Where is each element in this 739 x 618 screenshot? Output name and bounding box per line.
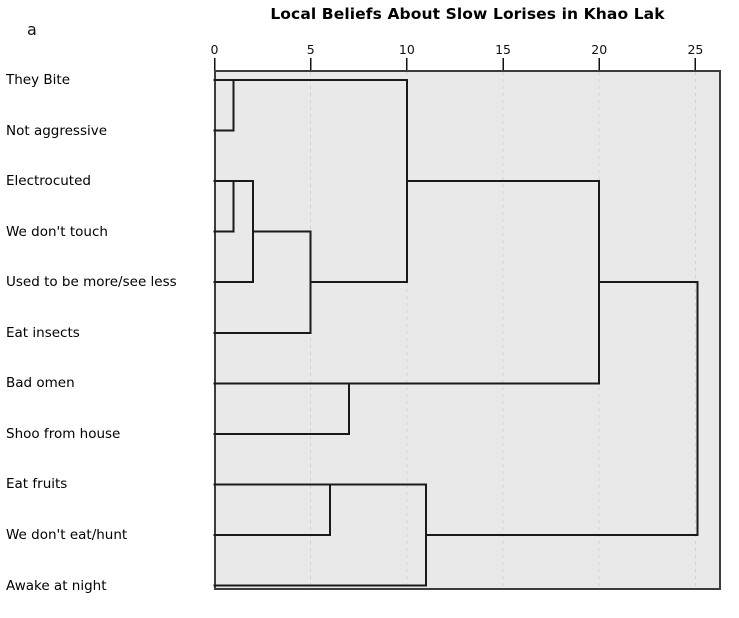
chart-title: Local Beliefs About Slow Lorises in Khao… [270,5,665,23]
axis-tick-label-0: 0 [210,42,219,57]
row-label-9: We don't eat/hunt [6,526,128,543]
row-label-1: Not aggressive [6,122,108,139]
row-label-2: Electrocuted [6,173,91,190]
row-label-10: Awake at night [6,577,107,594]
row-label-8: Eat fruits [6,476,68,493]
axis-tick-label-20: 20 [591,42,608,57]
axis-tick-label-10: 10 [398,42,415,57]
row-label-6: Bad omen [6,375,75,392]
row-label-7: Shoo from house [6,425,121,442]
row-label-3: We don't touch [6,223,108,240]
axis-tick-label-15: 15 [495,42,511,57]
row-label-4: Used to be more/see less [6,274,177,291]
axis-tick-label-5: 5 [306,42,315,57]
plot-area [214,70,721,590]
axis-tick-label-25: 25 [687,42,704,57]
panel-label: a [27,20,37,39]
row-label-5: Eat insects [6,324,80,341]
row-label-0: They Bite [6,72,70,88]
